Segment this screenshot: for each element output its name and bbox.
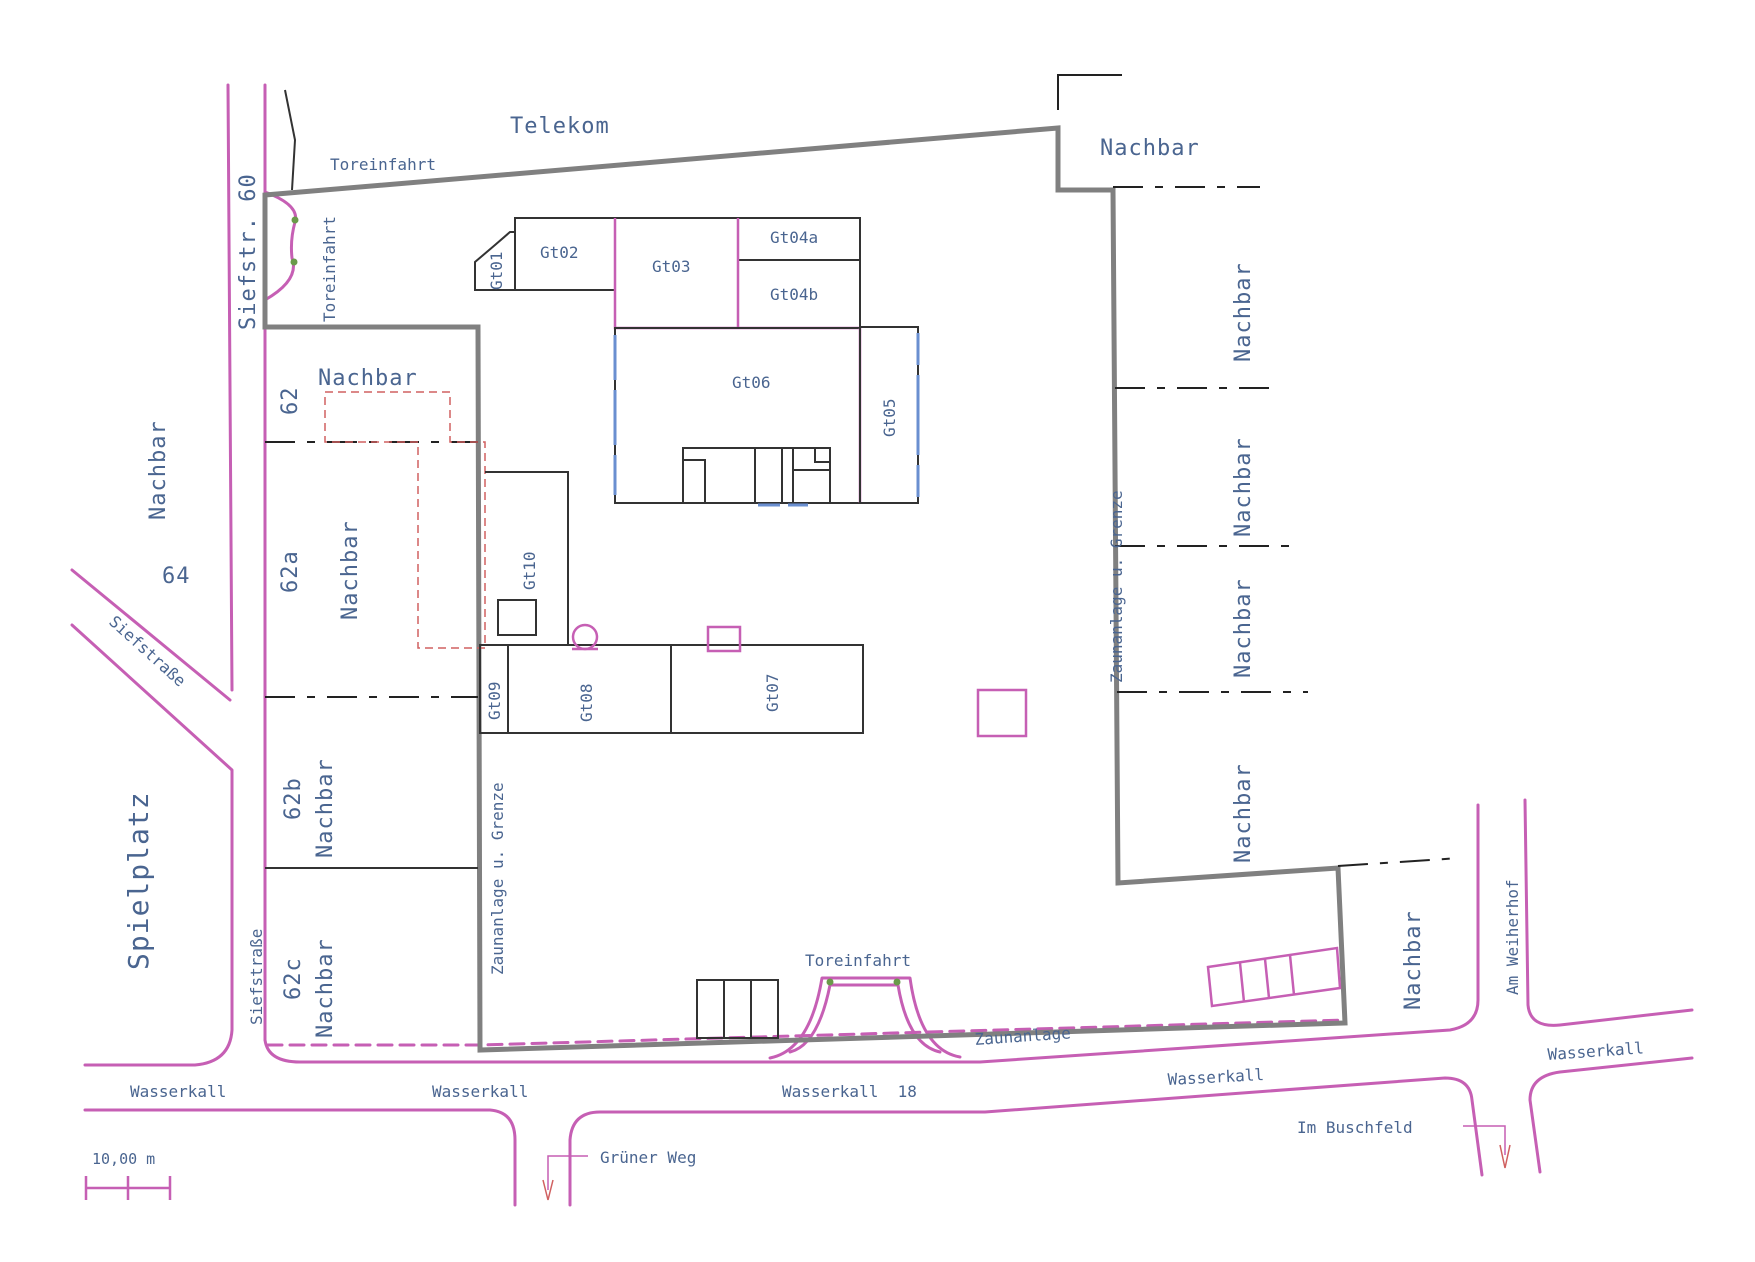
label-zaunanlage-grenze-right: Zaunanlage u. Grenze [1107, 490, 1126, 683]
label-toreinfahrt-bottom: Toreinfahrt [805, 951, 911, 970]
label-am-weiherhof: Am Weiherhof [1503, 879, 1522, 995]
buildings [290, 216, 1342, 1039]
parking-stalls [1206, 946, 1342, 1008]
gate-post-1 [826, 978, 834, 986]
label-wasserkall-4: Wasserkall [1547, 1038, 1644, 1064]
label-siefstr-60: Siefstr. 60 [236, 173, 261, 330]
bin-2 [723, 979, 752, 1039]
gate-curves-outer [768, 976, 962, 1060]
gt10-square [497, 599, 537, 636]
label-nachbar-right-2: Nachbar [1231, 437, 1256, 537]
label-wasserkall-18: Wasserkall 18 [782, 1082, 917, 1101]
arrow-gruener-weg [542, 1179, 554, 1201]
label-no-62: 62 [278, 387, 303, 416]
pointers [542, 1125, 1511, 1201]
label-wasserkall-2: Wasserkall [432, 1082, 528, 1101]
building-labels: Gt01 Gt02 Gt03 Gt04a Gt04b Gt06 Gt05 Gt1… [485, 228, 899, 722]
label-wasserkall-3: Wasserkall [1167, 1065, 1264, 1089]
dash-line-5 [1337, 857, 1461, 867]
label-toreinfahrt-top: Toreinfahrt [330, 155, 436, 174]
label-wasserkall-1: Wasserkall [130, 1082, 226, 1101]
label-nachbar-top-right: Nachbar [1100, 136, 1200, 161]
scale-bar: 10,00 m [84, 1150, 172, 1200]
label-gruener-weg: Grüner Weg [600, 1148, 696, 1167]
label-nachbar-right-3: Nachbar [1231, 578, 1256, 678]
label-nachbar-right-1: Nachbar [1231, 262, 1256, 362]
am-weiherhof-right-edge [1523, 798, 1694, 1027]
area-labels: Telekom Nachbar Toreinfahrt Toreinfahrt … [105, 114, 1644, 1167]
pointer-im-buschfeld [1463, 1125, 1506, 1155]
arrow-im-buschfeld [1499, 1144, 1511, 1169]
label-gt08: Gt08 [577, 683, 596, 722]
main-boundary [262, 125, 1348, 1053]
label-no-62c: 62c [281, 957, 306, 1000]
label-gt07: Gt07 [763, 673, 782, 712]
label-zaunanlage-grenze-left: Zaunanlage u. Grenze [488, 782, 507, 975]
label-gt09: Gt09 [485, 681, 504, 720]
label-gt03: Gt03 [652, 257, 691, 276]
gate-post-2 [893, 978, 901, 986]
label-gt06: Gt06 [732, 373, 771, 392]
property-boundary [262, 74, 1348, 1053]
label-siefstrasse-diagonal: Siefstraße [105, 612, 189, 691]
small-magenta-square [706, 625, 742, 653]
label-zaunanlage: Zaunanlage [974, 1023, 1071, 1049]
top-gate-post-2 [290, 258, 298, 266]
label-nachbar-bottom-right: Nachbar [1401, 910, 1426, 1010]
bin-1 [696, 979, 725, 1039]
building-gt10 [485, 471, 569, 645]
label-gt10: Gt10 [520, 551, 539, 590]
label-telekom: Telekom [510, 114, 610, 139]
label-nachbar-62b: Nachbar [313, 758, 338, 858]
large-magenta-square [976, 688, 1028, 738]
bin-3 [750, 979, 779, 1039]
scale-label: 10,00 m [92, 1150, 155, 1168]
top-gate-post-1 [291, 216, 299, 224]
building-gt06 [614, 327, 861, 504]
am-weiherhof-lower-edge [1528, 1056, 1694, 1174]
label-im-buschfeld: Im Buschfeld [1297, 1118, 1413, 1137]
label-spielplatz: Spielplatz [122, 791, 155, 970]
wasserkall-north-edge [263, 803, 1480, 1064]
top-gate-curve [263, 190, 298, 302]
label-gt02: Gt02 [540, 243, 579, 262]
label-gt05: Gt05 [880, 398, 899, 437]
top-right-corner [1057, 74, 1122, 110]
siefstrasse-left-edge [226, 83, 234, 692]
scale-line [84, 1176, 172, 1200]
label-nachbar-62: Nachbar [318, 366, 418, 391]
label-no-62a: 62a [278, 550, 303, 593]
label-nachbar-62a: Nachbar [338, 520, 363, 620]
label-toreinfahrt-vertical: Toreinfahrt [320, 216, 339, 322]
label-nachbar-62c: Nachbar [313, 938, 338, 1038]
red-dashed-outline [324, 391, 486, 649]
building-gt07 [670, 644, 864, 734]
label-no-64: 64 [162, 564, 191, 589]
gt06-interior [682, 447, 831, 503]
label-gt04a: Gt04a [770, 228, 818, 247]
neighbour-lines [265, 89, 1461, 869]
label-nachbar-right-4: Nachbar [1231, 763, 1256, 863]
wasserkall-south-edge [83, 1108, 517, 1207]
siefstrasse-diagonal-lower [70, 623, 234, 1067]
label-siefstrasse-vertical: Siefstraße [247, 929, 266, 1025]
siefstrasse-diagonal-upper [70, 568, 232, 702]
label-gt01: Gt01 [487, 251, 506, 290]
label-nachbar-64: Nachbar [146, 420, 171, 520]
pointer-gruener-weg [547, 1155, 588, 1190]
gt06-blue-edges [613, 333, 920, 507]
label-gt04b: Gt04b [770, 285, 818, 304]
label-no-62b: 62b [281, 777, 306, 820]
top-left-gate-line [284, 89, 297, 191]
wasserkall-south-edge-2 [568, 1076, 1484, 1207]
